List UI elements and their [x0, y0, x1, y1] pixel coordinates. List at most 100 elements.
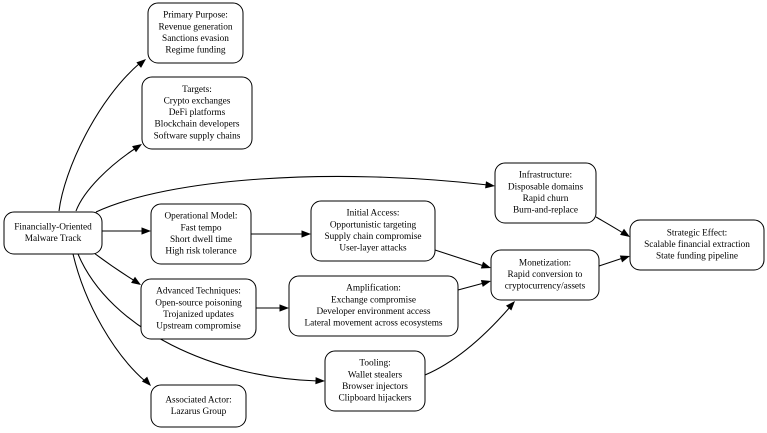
- node-associated-actor-box: [150, 384, 247, 428]
- node-operational-model-line-1: Fast tempo: [180, 223, 221, 233]
- node-operational-model-box: [150, 203, 252, 265]
- edge-amplification-to-monetization: [457, 279, 491, 291]
- node-associated-actor[interactable]: Associated Actor: Lazarus Group: [150, 384, 247, 428]
- edge-tooling-to-monetization-line: [424, 306, 511, 376]
- node-strategic-effect-line-1: Scalable financial extraction: [644, 239, 750, 250]
- edge-root-to-infrastructure-line: [95, 175, 489, 213]
- edge-root-to-tooling-line: [77, 253, 319, 382]
- edge-amplification-to-monetization-arrowhead: [480, 279, 491, 287]
- node-advanced-techniques-line-1: Open-source poisoning: [155, 298, 242, 308]
- node-infrastructure-box: [494, 162, 597, 224]
- node-amplification-line-1: Exchange compromise: [331, 295, 416, 305]
- node-strategic-effect[interactable]: Strategic Effect:Scalable financial extr…: [629, 219, 765, 271]
- node-advanced-techniques-box: [140, 278, 257, 340]
- edge-operational-model-to-initial-access: [251, 230, 311, 238]
- node-targets-line-3: Blockchain developers: [155, 120, 240, 130]
- node-targets-line-2: DeFi platforms: [169, 107, 226, 118]
- node-infrastructure-line-1: Disposable domains: [508, 182, 584, 192]
- node-initial-access-line-2: Supply chain compromise: [324, 232, 421, 242]
- edge-infrastructure-to-strategic-effect: [595, 216, 630, 237]
- node-targets-line-4: Software supply chains: [154, 130, 241, 141]
- edge-root-to-operational-model: [102, 227, 151, 235]
- node-primary-purpose-line-3: Regime funding: [165, 45, 226, 56]
- node-infrastructure-line-3: Burn-and-replace: [513, 206, 578, 216]
- edge-monetization-to-strategic-effect-line: [598, 257, 624, 267]
- node-financially-oriented-malware-track-line-1: Malware Track: [25, 234, 82, 244]
- node-tooling-line-1: Wallet stealers: [348, 370, 403, 380]
- node-primary-purpose[interactable]: Primary Purpose:Revenue generationSancti…: [147, 2, 244, 64]
- node-amplification-box: [288, 275, 459, 337]
- edge-root-to-associated-actor: [72, 253, 151, 386]
- node-associated-actor-line-1: Lazarus Group: [171, 407, 227, 417]
- node-initial-access-line-3: User-layer attacks: [339, 244, 407, 254]
- node-advanced-techniques-line-2: Trojanized updates: [163, 310, 234, 320]
- edge-root-to-primary-purpose: [58, 59, 146, 212]
- edge-root-to-associated-actor-arrowhead: [141, 376, 151, 386]
- edge-advanced-techniques-to-amplification-arrowhead: [279, 304, 289, 312]
- edge-monetization-to-strategic-effect-arrowhead: [619, 255, 630, 263]
- edge-root-to-advanced-techniques: [93, 252, 141, 285]
- node-targets-line-0: Targets:: [182, 85, 212, 95]
- edge-root-to-advanced-techniques-line: [93, 252, 136, 282]
- edge-root-to-targets: [75, 144, 142, 212]
- node-advanced-techniques-line-3: Upstream compromise: [156, 322, 240, 332]
- edge-infrastructure-to-strategic-effect-line: [595, 216, 624, 234]
- node-tooling-box: [324, 350, 426, 412]
- node-monetization-line-1: Rapid conversion to: [508, 270, 583, 280]
- node-primary-purpose-line-0: Primary Purpose:: [163, 11, 228, 21]
- node-tooling-line-2: Browser injectors: [342, 382, 408, 392]
- edge-root-to-advanced-techniques-arrowhead: [131, 276, 141, 285]
- edge-root-to-primary-purpose-line: [58, 62, 141, 212]
- edge-operational-model-to-initial-access-arrowhead: [301, 230, 311, 238]
- edge-amplification-to-monetization-line: [457, 282, 485, 291]
- node-initial-access[interactable]: Initial Access:Opportunistic targetingSu…: [310, 200, 436, 262]
- edge-root-to-targets-line: [75, 147, 137, 212]
- edge-monetization-to-strategic-effect: [598, 255, 630, 267]
- node-initial-access-line-1: Opportunistic targeting: [330, 220, 417, 230]
- edge-initial-access-to-monetization: [434, 249, 491, 269]
- node-strategic-effect-box: [629, 219, 765, 271]
- node-associated-actor-line-0: Associated Actor:: [165, 395, 231, 405]
- node-initial-access-box: [310, 200, 436, 262]
- node-strategic-effect-line-0: Strategic Effect:: [667, 228, 728, 239]
- edge-infrastructure-to-strategic-effect-arrowhead: [620, 228, 630, 237]
- node-amplification[interactable]: Amplification:Exchange compromiseDevelop…: [288, 275, 459, 337]
- edge-initial-access-to-monetization-arrowhead: [480, 261, 491, 269]
- node-primary-purpose-line-2: Sanctions evasion: [162, 34, 229, 44]
- node-advanced-techniques[interactable]: Advanced Techniques:Open-source poisonin…: [140, 278, 257, 340]
- node-primary-purpose-box: [147, 2, 244, 64]
- node-infrastructure-line-2: Rapid churn: [523, 194, 569, 204]
- node-financially-oriented-malware-track-box: [3, 211, 103, 255]
- node-operational-model-line-2: Short dwell time: [170, 235, 232, 245]
- edge-root-to-infrastructure: [95, 175, 495, 213]
- edge-root-to-operational-model-arrowhead: [141, 227, 151, 235]
- node-monetization-line-2: cryptocurrency/assets: [505, 282, 586, 292]
- node-amplification-line-0: Amplification:: [346, 283, 401, 294]
- node-monetization[interactable]: Monetization:Rapid conversion tocryptocu…: [490, 249, 600, 301]
- node-operational-model-line-3: High risk tolerance: [165, 247, 236, 257]
- edge-root-to-primary-purpose-arrowhead: [136, 59, 146, 68]
- node-tooling-line-3: Clipboard hijackers: [338, 394, 411, 404]
- node-infrastructure-line-0: Infrastructure:: [519, 170, 572, 181]
- node-initial-access-line-0: Initial Access:: [347, 209, 400, 219]
- node-primary-purpose-line-1: Revenue generation: [158, 22, 232, 32]
- edge-tooling-to-monetization-arrowhead: [505, 301, 515, 311]
- edge-root-to-tooling-arrowhead: [315, 377, 325, 385]
- node-tooling-line-0: Tooling:: [359, 359, 390, 369]
- edge-tooling-to-monetization: [424, 301, 515, 376]
- edge-initial-access-to-monetization-line: [434, 249, 485, 267]
- edge-root-to-associated-actor-line: [72, 253, 146, 382]
- node-amplification-line-2: Developer environment access: [316, 307, 430, 317]
- node-amplification-line-3: Lateral movement across ecosystems: [304, 319, 442, 329]
- edge-advanced-techniques-to-amplification: [256, 304, 289, 312]
- edge-root-to-infrastructure-arrowhead: [485, 181, 495, 189]
- edge-layer: [58, 59, 630, 386]
- edge-root-to-targets-arrowhead: [132, 144, 142, 153]
